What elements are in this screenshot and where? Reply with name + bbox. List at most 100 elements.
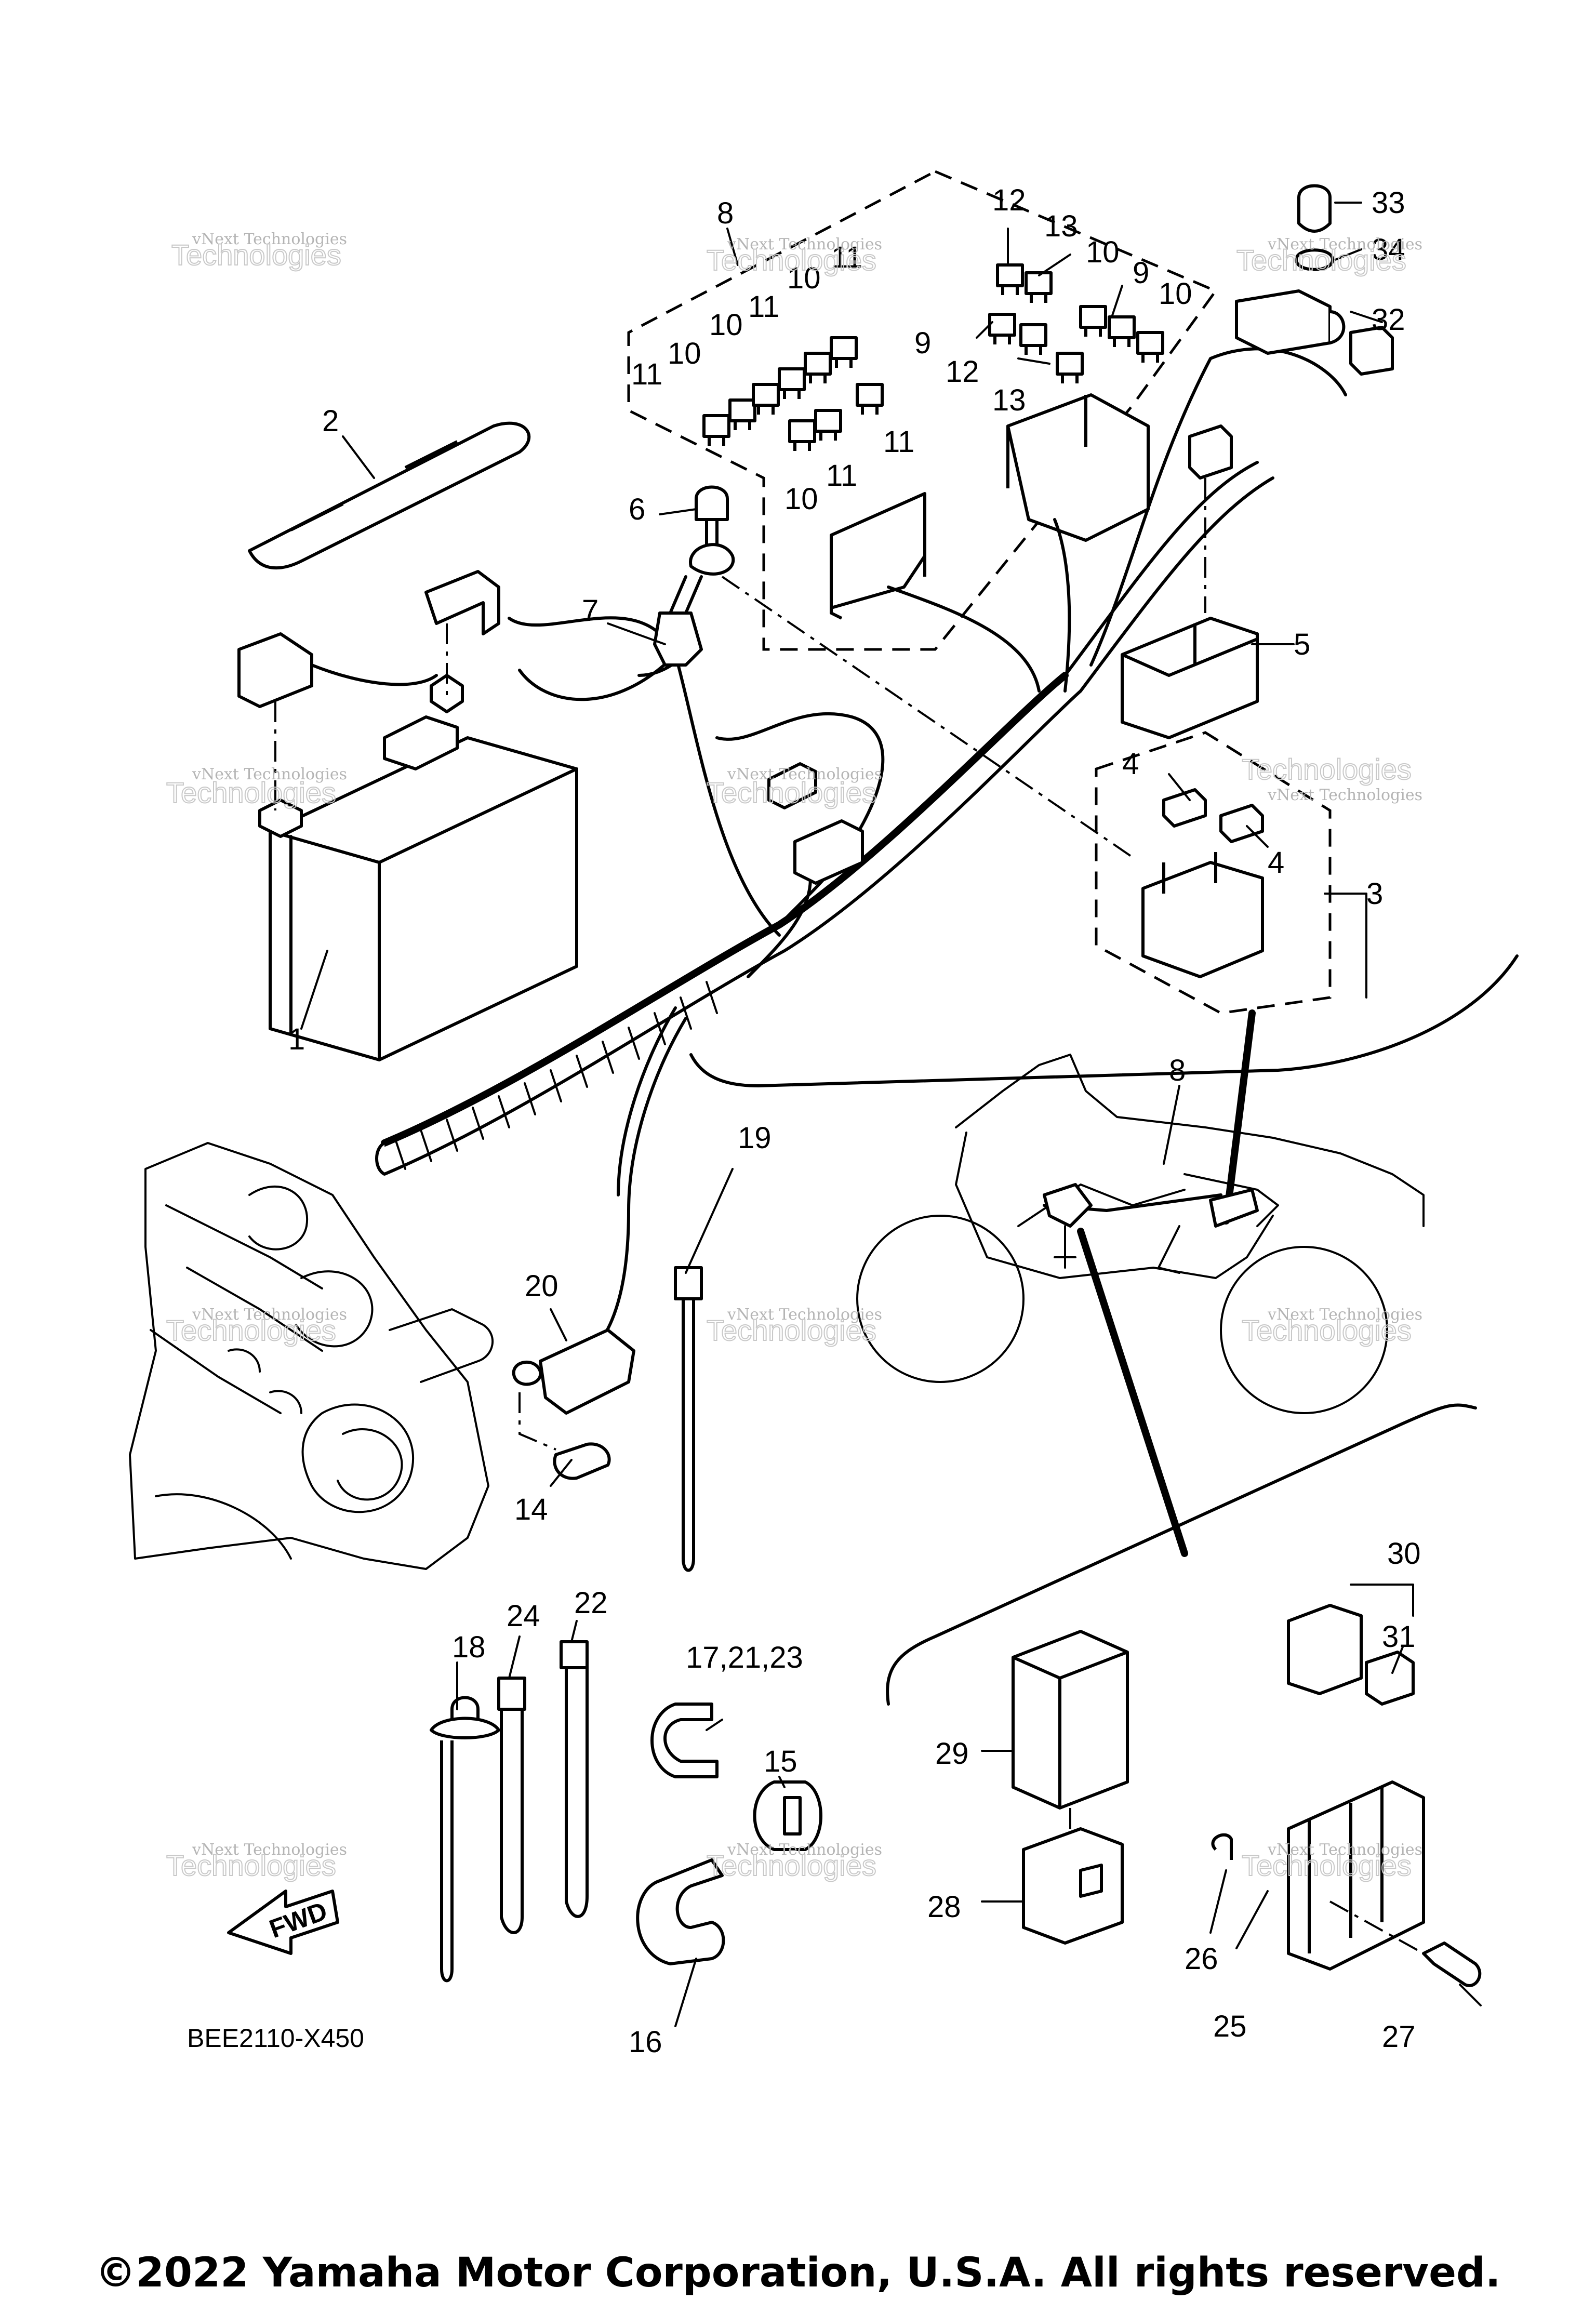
callout-24: 24 (507, 1599, 540, 1633)
callout-20: 20 (525, 1269, 558, 1303)
bolt-27 (1422, 1941, 1482, 1987)
watermark-outline: Technologies (707, 244, 876, 276)
diagram-code: BEE2110-X450 (187, 2024, 364, 2053)
coupler-30 (1287, 1604, 1363, 1695)
regulator-25 (1287, 1780, 1425, 1971)
clamp-16 (636, 1858, 725, 1965)
watermark-outline: Technologies (1236, 244, 1406, 276)
callout-labels: 1 2 3 4 4 5 6 7 8 8 9 9 10 10 10 10 10 1… (288, 183, 1421, 2059)
connector-mid-upper (767, 762, 817, 809)
callout-4b: 4 (1268, 846, 1284, 880)
watermark-outline: Technologies (707, 776, 876, 809)
watermark-text: vNext Technologies (727, 765, 882, 783)
bolt-14 (553, 1442, 611, 1480)
callout-10-f: 10 (1159, 277, 1192, 311)
battery-bracket (424, 570, 500, 635)
cap-bolt-33 (1297, 184, 1332, 233)
watermark-outline: Technologies (166, 1314, 336, 1347)
callout-7: 7 (582, 594, 598, 628)
callout-32: 32 (1372, 303, 1405, 337)
watermark-text: vNext Technologies (1267, 1306, 1422, 1324)
callout-10-c: 10 (668, 337, 701, 370)
sensor-32 (1235, 289, 1394, 376)
clip-15 (753, 1780, 822, 1851)
callout-6: 6 (629, 493, 645, 526)
cutaway-curve-upper (689, 954, 1519, 1087)
watermark-outline: Technologies (171, 238, 341, 271)
callout-13-top: 13 (1044, 209, 1078, 243)
starter-relay-outline (1095, 731, 1332, 1015)
bracket-26 (1211, 1833, 1233, 1860)
callout-14: 14 (514, 1493, 548, 1526)
relay-cover (1121, 617, 1259, 739)
clamp-17-21-23 (650, 1703, 719, 1778)
callout-31: 31 (1382, 1620, 1416, 1654)
clamp-eye (512, 1361, 542, 1386)
callout-33: 33 (1372, 186, 1405, 220)
callout-34: 34 (1372, 233, 1405, 267)
engine-throttle-body (129, 1142, 494, 1570)
watermark-text: vNext Technologies (192, 230, 347, 248)
callout-10-d: 10 (784, 482, 818, 516)
pointer-top (1222, 1009, 1256, 1225)
watermark-text: vNext Technologies (192, 1841, 347, 1859)
callout-25: 25 (1213, 2010, 1247, 2043)
fuse-box-outline (627, 170, 1218, 651)
callout-11-a: 11 (831, 241, 862, 274)
watermark-outline: Technologies (166, 776, 336, 809)
bolt-leader (518, 1392, 556, 1451)
coupler-31 (1365, 1651, 1415, 1706)
watermark-text: vNext Technologies (1267, 786, 1422, 804)
watermark-outline: Technologies (1242, 1849, 1412, 1882)
connector-32-lead (1188, 424, 1233, 480)
callout-10-b: 10 (709, 308, 743, 342)
watermark-text: vNext Technologies (192, 1306, 347, 1324)
watermark-text: vNext Technologies (192, 765, 347, 783)
watermark-outline: Technologies (1242, 1314, 1412, 1347)
callout-8-top: 8 (717, 196, 734, 230)
callout-1: 1 (288, 1022, 305, 1056)
callout-29: 29 (935, 1737, 969, 1771)
callout-5: 5 (1294, 628, 1310, 661)
callout-26: 26 (1185, 1942, 1218, 1976)
ground-leader-line (721, 576, 1134, 858)
relay-28 (1022, 1827, 1124, 1945)
watermark-outline: Technologies (707, 1314, 876, 1347)
fwd-arrow: FWD (227, 1890, 339, 1955)
watermark-text: vNext Technologies (727, 1306, 882, 1324)
cutaway-curve-lower (886, 1403, 1477, 1706)
watermark-text: vNext Technologies (1267, 1841, 1422, 1859)
callout-28: 28 (927, 1890, 961, 1924)
relay-fuse-a (1162, 788, 1207, 828)
callout-27: 27 (1382, 2020, 1416, 2054)
fuse-box-right (1006, 393, 1150, 542)
callout-12-mid: 12 (946, 355, 979, 389)
lead-holder-20 (539, 1328, 635, 1415)
callout-30: 30 (1387, 1537, 1421, 1571)
cable-tie-24 (497, 1677, 526, 1934)
callout-15: 15 (764, 1745, 797, 1778)
callout-8-bike: 8 (1169, 1054, 1186, 1087)
battery-band (248, 421, 531, 570)
callout-10-e: 10 (1086, 235, 1120, 269)
screw-6 (695, 485, 729, 547)
fuse-box-left (830, 492, 926, 620)
callout-4a: 4 (1122, 747, 1139, 781)
starter-relay (1141, 852, 1264, 978)
fuse-set (702, 263, 1164, 451)
callout-3: 3 (1366, 877, 1383, 911)
callout-16: 16 (629, 2025, 662, 2059)
watermark-text: vNext Technologies (727, 1841, 882, 1859)
cable-tie-22 (560, 1640, 589, 1918)
watermarks: vNext Technologies Technologies vNext Te… (166, 230, 1422, 1882)
battery-leader-line (274, 623, 448, 810)
cable-tie-19 (674, 1266, 703, 1572)
callout-12-top: 12 (992, 183, 1026, 217)
callout-11-c: 11 (631, 357, 662, 391)
watermark-text: vNext Technologies (727, 235, 882, 254)
watermark-outline: Technologies (707, 1849, 876, 1882)
connector-center (793, 819, 864, 885)
callout-10-a: 10 (787, 261, 821, 295)
callout-13-mid: 13 (992, 383, 1026, 417)
